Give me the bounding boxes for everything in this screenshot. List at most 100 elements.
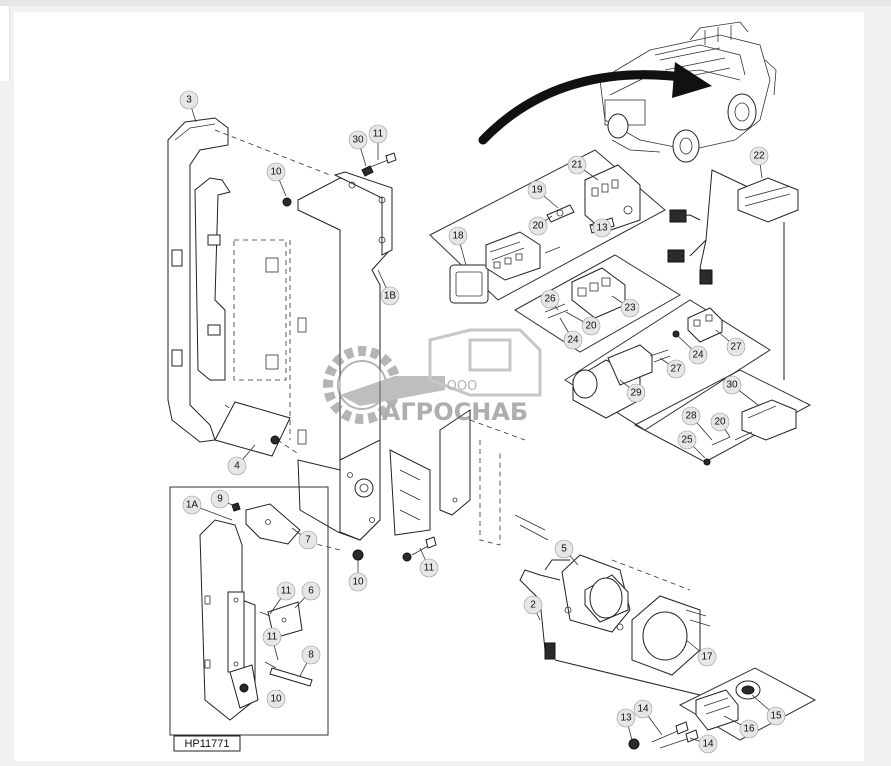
callout-marker [766, 706, 786, 726]
callout-marker [633, 699, 653, 719]
callout-number: 11 [267, 632, 278, 643]
callout-number: 9 [217, 494, 223, 505]
top-bar [0, 0, 891, 6]
direction-arrow [478, 62, 712, 145]
callout-number: 20 [532, 221, 544, 232]
callout-number: 30 [726, 380, 738, 391]
callout-number: 19 [531, 185, 543, 196]
watermark-prefix: ООО [447, 379, 478, 394]
callout-number: 20 [585, 321, 597, 332]
callout-number: 13 [596, 223, 608, 234]
callout-number: 30 [352, 135, 364, 146]
callout-marker [626, 383, 646, 403]
inset-box-1a [169, 486, 329, 736]
callout-number: 5 [561, 544, 567, 555]
callout-marker [448, 226, 468, 246]
vehicle-illustration [599, 21, 777, 163]
callout-number: 24 [567, 335, 579, 346]
callout-marker [266, 162, 286, 182]
hardware-bottom [628, 721, 699, 750]
callout-number: 10 [270, 694, 282, 705]
connector-group-box-bottom [633, 369, 812, 466]
callout-number: 1A [186, 500, 199, 511]
callout-marker [368, 124, 388, 144]
callout-marker [262, 627, 282, 647]
figure-id-label: HP11771 [173, 735, 241, 752]
callout-number: 11 [373, 129, 384, 140]
callout-number: 13 [620, 713, 632, 724]
callout-marker [739, 719, 759, 739]
side-panel [0, 6, 10, 81]
hardware-upper [282, 152, 397, 207]
callout-marker [749, 146, 769, 166]
bezel-part-17 [611, 559, 711, 676]
callout-marker [688, 345, 708, 365]
callout-marker [528, 216, 548, 236]
callout-number: 27 [670, 364, 682, 375]
callout-marker [301, 645, 321, 665]
callout-number: 11 [424, 563, 435, 574]
callout-marker [697, 647, 717, 667]
callout-number: 2 [530, 600, 536, 611]
callout-number: 18 [452, 231, 464, 242]
connector-group-box-upper [429, 149, 666, 304]
callout-marker [276, 581, 296, 601]
callout-number: 26 [544, 294, 556, 305]
switch-assembly-5 [519, 554, 631, 660]
callout-number: 3 [186, 95, 192, 106]
leader-line [554, 659, 701, 696]
callout-marker [419, 558, 439, 578]
callout-number: 8 [308, 650, 314, 661]
callout-marker [182, 495, 202, 515]
callout-number: 4 [234, 461, 240, 472]
callout-marker [523, 595, 543, 615]
rear-plates [439, 409, 549, 546]
callout-number: 17 [701, 652, 713, 663]
watermark-logo: ООО АГРОСНАБ [323, 328, 542, 426]
callout-marker [592, 218, 612, 238]
callout-number: 20 [714, 417, 726, 428]
callout-marker [726, 337, 746, 357]
callout-number: 15 [770, 711, 782, 722]
callout-marker [677, 430, 697, 450]
cover-panel [167, 117, 331, 456]
callout-marker [179, 90, 199, 110]
callout-number: 10 [270, 167, 282, 178]
callout-number: 22 [753, 151, 765, 162]
callout-number: 27 [730, 342, 742, 353]
callout-marker [227, 456, 247, 476]
callout-marker [567, 155, 587, 175]
callout-marker [527, 180, 547, 200]
callout-marker [616, 708, 636, 728]
callout-number: 1B [384, 291, 397, 302]
callout-marker [698, 734, 718, 754]
bracket-part-4 [214, 401, 291, 457]
callout-marker [563, 330, 583, 350]
callout-number: 25 [681, 435, 693, 446]
callout-marker [348, 572, 368, 592]
callout-number: 7 [305, 535, 311, 546]
callout-number: 14 [702, 739, 714, 750]
watermark-company: АГРОСНАБ [382, 398, 528, 426]
callout-marker [710, 412, 730, 432]
callout-marker [348, 130, 368, 150]
callout-marker [301, 581, 321, 601]
callout-marker [554, 539, 574, 559]
callout-marker [581, 316, 601, 336]
callout-number: 29 [630, 388, 642, 399]
callout-number: 24 [692, 350, 704, 361]
callout-number: 21 [571, 160, 583, 171]
callout-number: 23 [624, 303, 636, 314]
hardware-lower [352, 536, 437, 562]
callout-number: 14 [637, 704, 649, 715]
callout-number: 11 [281, 586, 292, 597]
callout-marker [620, 298, 640, 318]
callout-number: 10 [352, 577, 364, 588]
callout-marker [666, 359, 686, 379]
callout-marker [210, 489, 230, 509]
callout-labels: 1A1B234567891010101111111113131414151617… [179, 90, 786, 754]
parts-exploded-diagram: 1A1B234567891010101111111113131414151617… [167, 21, 817, 754]
callout-marker [266, 689, 286, 709]
callout-marker [681, 406, 701, 426]
